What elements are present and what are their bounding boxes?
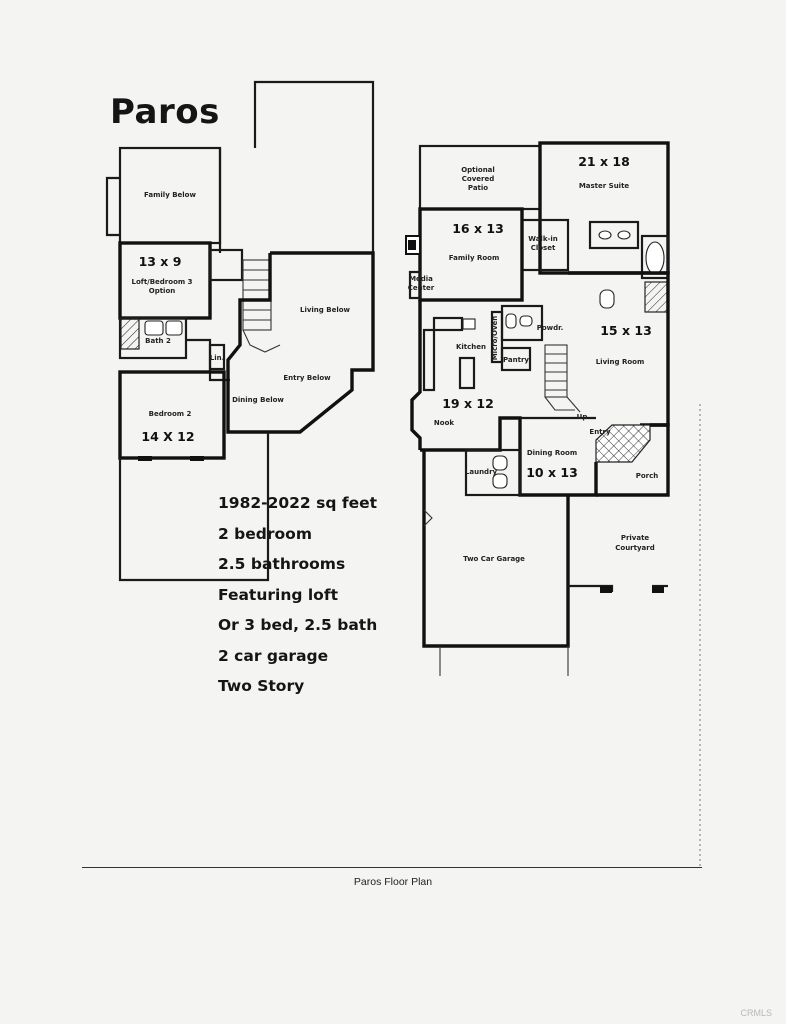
porch-wall: [596, 423, 670, 497]
label-linen: Lin.: [210, 354, 225, 362]
main-stairs: [544, 344, 581, 413]
main-floor-plan: Optional Covered Patio 21 x 18 Master Su…: [405, 141, 701, 868]
pantry: [500, 346, 532, 372]
master-vanity: [588, 220, 640, 250]
label-nook-dim: 19 x 12: [442, 396, 494, 411]
label-living-below: Living Below: [300, 306, 351, 314]
label-living-dim: 15 x 13: [600, 323, 652, 338]
label-patio-2: Covered: [462, 175, 494, 183]
upper-stairs: [242, 259, 281, 353]
feature-alt-config: Or 3 bed, 2.5 bath: [218, 616, 378, 634]
label-loft-2: Option: [149, 287, 176, 295]
label-garage: Two Car Garage: [463, 555, 525, 563]
fireplace-box: [408, 240, 416, 250]
kitchen-sink-counter: [432, 316, 464, 332]
living-below-outline: [226, 251, 375, 434]
master-tub-area: [640, 234, 670, 280]
label-bedroom-2: Bedroom 2: [149, 410, 192, 418]
bedroom-2-window-2: [190, 456, 204, 461]
label-bath-2: Bath 2: [145, 337, 171, 345]
plan-caption: Paros Floor Plan: [353, 876, 433, 888]
label-family-below: Family Below: [144, 191, 196, 199]
label-laundry: Laundry: [465, 468, 498, 476]
label-master: Master Suite: [579, 182, 630, 190]
label-bedroom-2-dim: 14 X 12: [141, 429, 194, 444]
powder-room: [500, 304, 544, 342]
washer: [492, 455, 508, 471]
garage-outline: [422, 450, 570, 648]
label-nook: Nook: [434, 419, 454, 427]
family-below-bump: [105, 176, 120, 237]
label-entry-below: Entry Below: [283, 374, 331, 382]
plan-title: Paros: [110, 92, 220, 132]
feature-bathrooms: 2.5 bathrooms: [218, 555, 346, 573]
caption-divider: [82, 867, 702, 868]
powder-sink: [519, 315, 533, 327]
powder-toilet: [505, 313, 517, 329]
master-sink-2: [617, 230, 631, 240]
feature-garage: 2 car garage: [218, 646, 329, 665]
upper-roof-outline: [118, 432, 270, 582]
label-family: Family Room: [449, 254, 500, 262]
upper-floor-plan: Family Below 13 x 9 Loft/Bedroom 3 Optio…: [105, 80, 375, 582]
master-tub: [645, 241, 665, 275]
label-closet-2: Closet: [531, 244, 556, 252]
label-pantry: Pantry: [503, 356, 529, 364]
label-loft-1: Loft/Bedroom 3: [132, 278, 193, 286]
label-media-1: Media: [409, 275, 433, 283]
label-patio-1: Optional: [461, 166, 495, 174]
label-patio-3: Patio: [468, 184, 488, 192]
label-dining-below: Dining Below: [232, 396, 284, 404]
feature-list: 1982-2022 sq feet 2 bedroom 2.5 bathroom…: [218, 488, 377, 702]
bath-2-sink: [144, 320, 164, 336]
linen-closet: [208, 343, 226, 371]
bedroom-2-room: [118, 370, 226, 460]
label-closet-1: Walk-in: [528, 235, 558, 243]
dishwasher: [462, 318, 476, 330]
master-sink: [598, 230, 612, 240]
label-porch: Porch: [636, 472, 659, 480]
laundry-room: [464, 448, 522, 497]
label-courtyard-2: Courtyard: [615, 544, 654, 552]
label-loft-dim: 13 x 9: [139, 254, 182, 269]
master-shower: [644, 281, 668, 313]
bath-2-shower: [120, 318, 140, 350]
feature-loft: Featuring loft: [218, 585, 338, 604]
feature-stories: Two Story: [218, 677, 305, 695]
label-micro-oven: Micro/Oven: [491, 316, 499, 361]
label-media-2: Center: [408, 284, 435, 292]
feature-bedrooms: 2 bedroom: [218, 524, 312, 543]
courtyard-post: [600, 586, 612, 593]
dryer: [492, 473, 508, 489]
kitchen-island: [458, 356, 476, 390]
label-living: Living Room: [596, 358, 645, 366]
master-toilet: [599, 289, 615, 309]
upper-stair-landing: [208, 248, 244, 282]
label-dining: Dining Room: [527, 449, 577, 457]
label-courtyard-1: Private: [621, 534, 650, 542]
label-kitchen: Kitchen: [456, 343, 486, 351]
garage-door-swing: [423, 509, 433, 527]
label-master-dim: 21 x 18: [578, 154, 630, 169]
label-family-dim: 16 x 13: [452, 221, 504, 236]
upper-open-to-below-outline: [253, 80, 375, 253]
main-west-wall: [410, 300, 422, 450]
bedroom-2-window: [138, 456, 152, 461]
bath-2-sink-2: [165, 320, 183, 336]
label-up: Up: [577, 413, 588, 421]
label-dining-dim: 10 x 13: [526, 465, 578, 480]
bath-2-room: [118, 316, 188, 360]
kitchen-counter-left: [422, 328, 436, 392]
label-powder: Powdr.: [537, 324, 564, 332]
feature-sqft: 1982-2022 sq feet: [218, 494, 378, 512]
media-center: [408, 270, 422, 300]
courtyard-post-2: [652, 586, 664, 593]
watermark: CRMLS: [740, 1008, 772, 1018]
label-entry: Entry: [589, 428, 611, 436]
